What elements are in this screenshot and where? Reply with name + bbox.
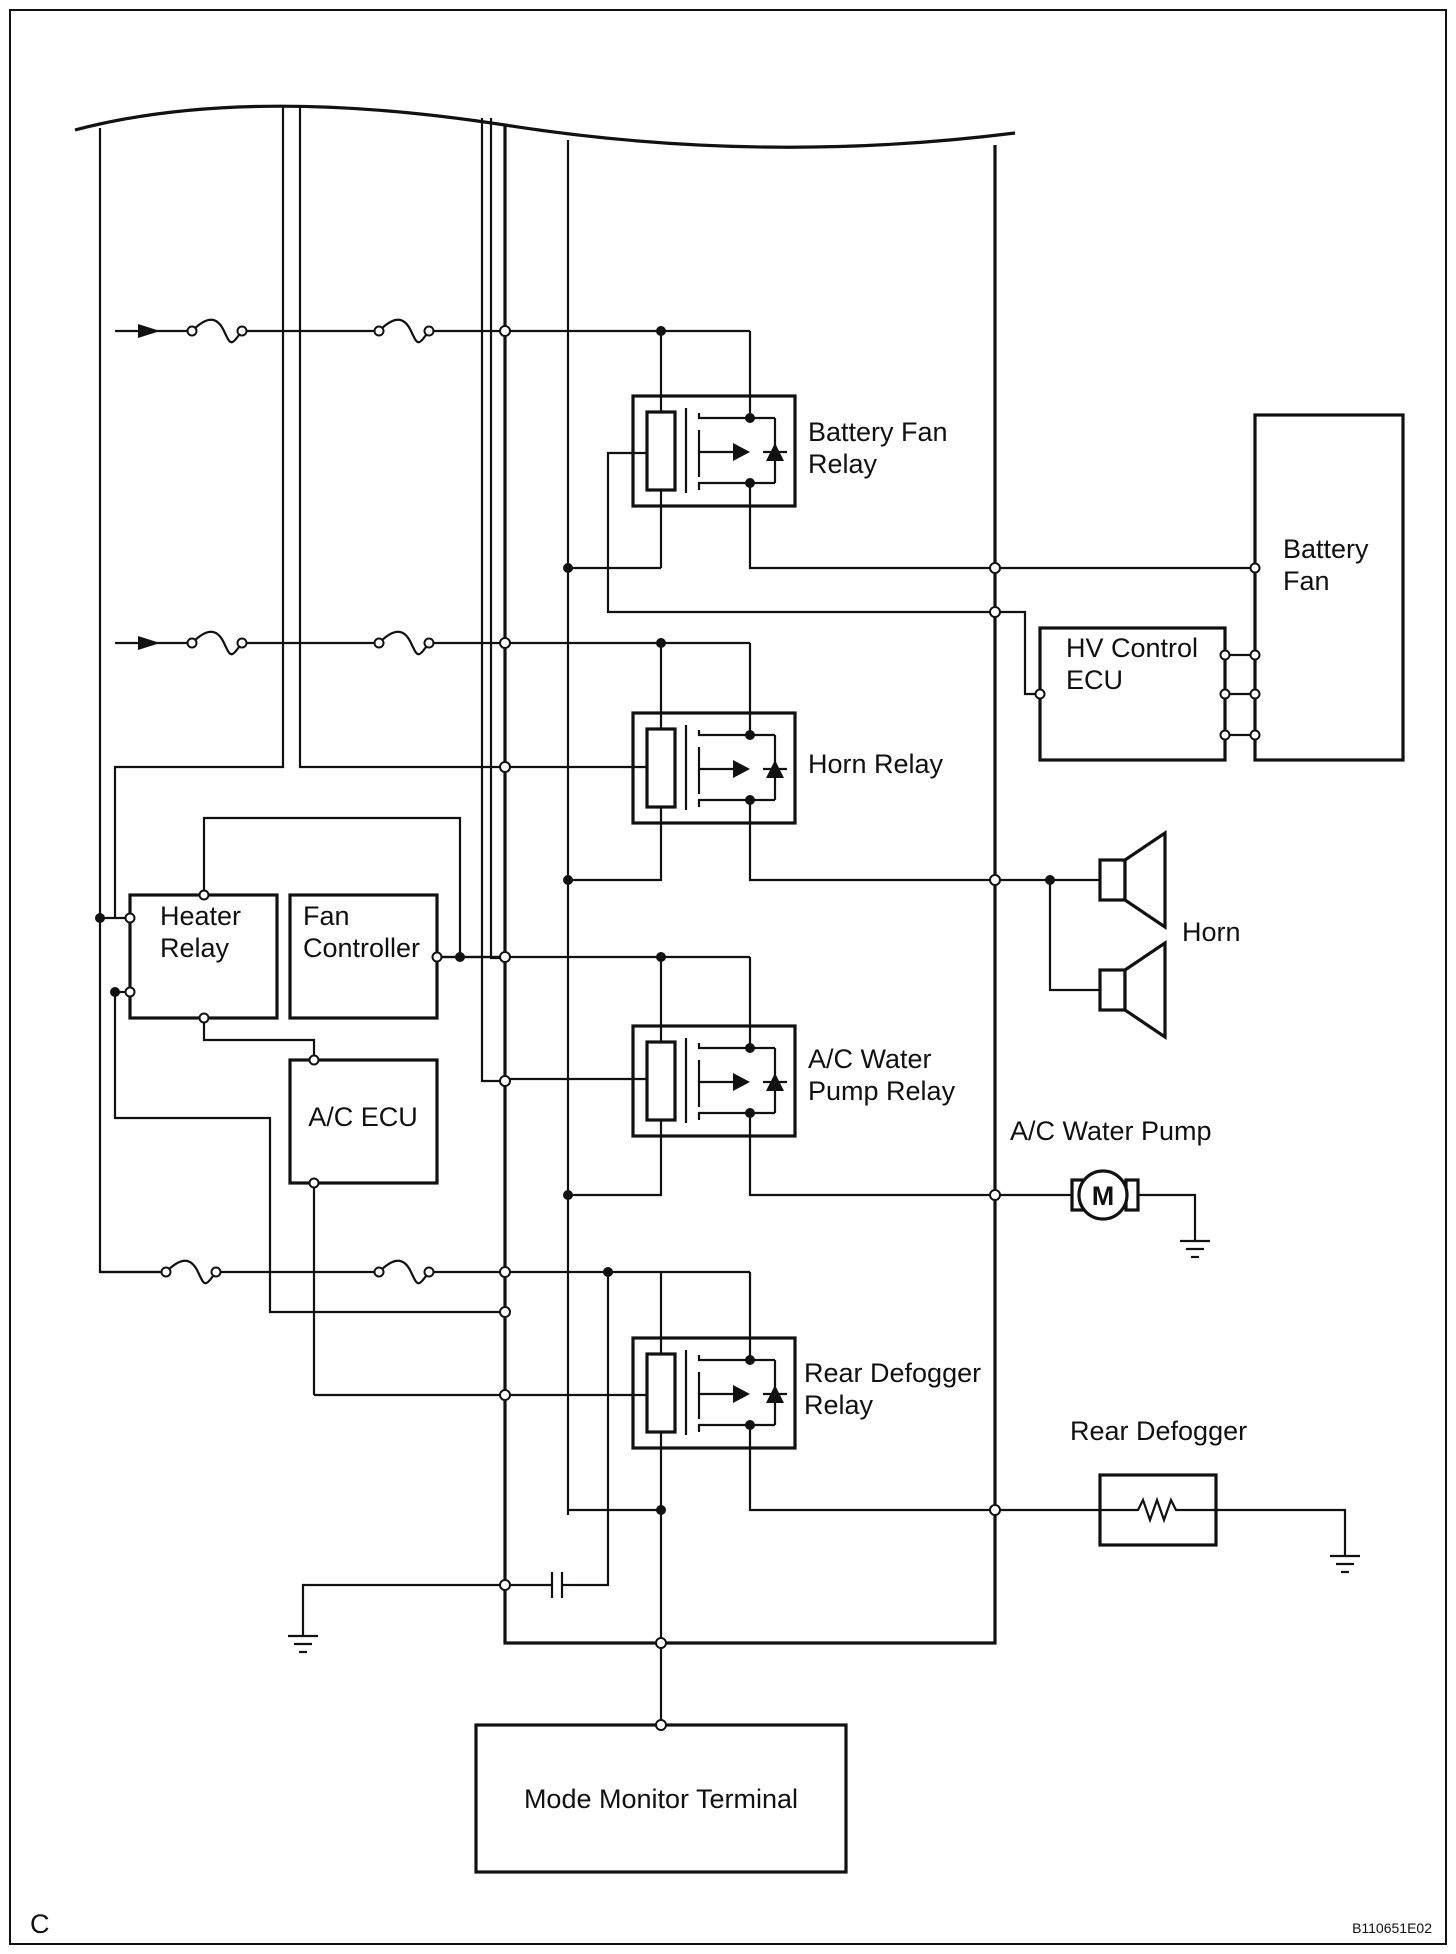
mode-monitor-terminal-label: Mode Monitor Terminal xyxy=(524,1784,798,1814)
terminals xyxy=(124,325,1261,1731)
hv-control-ecu-label: HV Control ECU xyxy=(1066,633,1206,695)
relay-wiring xyxy=(301,331,1255,1725)
ac-ecu-label: A/C ECU xyxy=(308,1102,418,1132)
horn-label: Horn xyxy=(1182,917,1241,947)
figure-code: B110651E02 xyxy=(1352,1920,1432,1936)
hv-control-ecu-block xyxy=(1038,626,1227,762)
battery-fan-block xyxy=(1253,413,1405,762)
ac-ecu-block xyxy=(288,1058,439,1185)
upper-harness-wires xyxy=(98,105,570,1515)
page-frame xyxy=(9,9,1447,1945)
ac-water-pump-relay xyxy=(631,1024,797,1138)
heater-relay-block xyxy=(128,893,279,1020)
block-wavy-edge xyxy=(74,104,1016,149)
fan-controller-block xyxy=(288,893,439,1020)
rear-defogger-element xyxy=(1098,1473,1347,1555)
ground-symbols xyxy=(288,1239,1360,1654)
fan-controller-label: Fan Controller xyxy=(303,901,420,963)
rear-defogger-relay xyxy=(631,1336,797,1450)
battery-fan-relay xyxy=(631,394,797,508)
corner-letter: C xyxy=(30,1909,50,1939)
ac-water-pump-motor: M xyxy=(1070,1169,1197,1240)
left-wiring xyxy=(100,816,505,1395)
motor-label: M xyxy=(1092,1181,1115,1211)
junction-block xyxy=(503,125,997,1645)
battery-fan-label: Battery Fan xyxy=(1283,534,1376,596)
horn-relay xyxy=(631,711,797,825)
ac-water-pump-label: A/C Water Pump xyxy=(1010,1116,1212,1146)
heater-relay-label: Heater Relay xyxy=(160,901,249,963)
rear-defogger-label: Rear Defogger xyxy=(1070,1416,1247,1446)
ac-water-pump-relay-label: A/C Water Pump Relay xyxy=(808,1044,956,1106)
horn-relay-label: Horn Relay xyxy=(808,749,944,779)
junction-dots xyxy=(95,326,1055,1515)
battery-fan-relay-label: Battery Fan Relay xyxy=(808,417,955,479)
power-input-arrows xyxy=(115,324,160,650)
rear-defogger-relay-label: Rear Defogger Relay xyxy=(804,1358,989,1420)
horn-speakers xyxy=(1048,829,1167,1041)
